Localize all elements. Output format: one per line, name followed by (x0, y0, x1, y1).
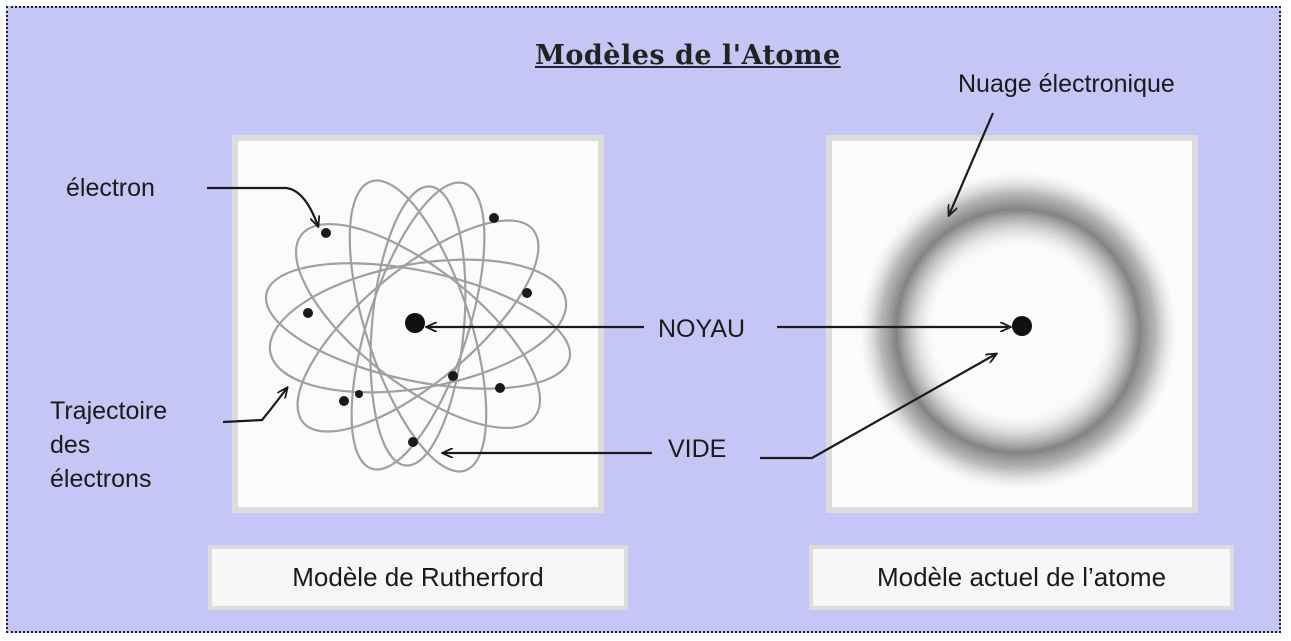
modern-model-panel (826, 135, 1198, 513)
electron-orbits (264, 179, 572, 473)
orbit (296, 219, 540, 433)
orbit (350, 181, 486, 471)
rutherford-atom-drawing (264, 179, 572, 473)
electron-dot (321, 228, 331, 238)
electron-dot (355, 390, 363, 398)
electron-pointer-arrow (207, 186, 318, 226)
modern-model-caption: Modèle actuel de l’atome (809, 545, 1234, 610)
electron-dot (448, 371, 458, 381)
trajectory-label: Trajectoire des électrons (50, 395, 167, 496)
electrons (303, 213, 532, 447)
cloud-pointer-arrow (949, 112, 995, 215)
nucleus-label: NOYAU (658, 315, 746, 343)
orbit (369, 185, 467, 467)
nucleus-dot (1012, 316, 1032, 336)
void-label: VIDE (668, 435, 727, 463)
electron-dot (495, 383, 505, 393)
electron-dot (522, 288, 532, 298)
electron-label: électron (66, 174, 155, 202)
diagram-title: Modèles de l'Atome (535, 40, 841, 71)
orbit (294, 222, 542, 430)
orbit (268, 258, 568, 394)
electron-dot (408, 437, 418, 447)
orbit (264, 262, 572, 390)
electron-dot (303, 308, 313, 318)
rutherford-panel (232, 135, 604, 513)
electron-cloud-label: Nuage électronique (958, 70, 1175, 98)
electron-dot (339, 396, 349, 406)
nucleus-dot (405, 313, 425, 333)
electron-cloud-drawing (858, 171, 1178, 491)
trajectory-label-line: Trajectoire (50, 397, 168, 425)
trajectory-pointer-arrow (222, 388, 287, 424)
rutherford-caption: Modèle de Rutherford (208, 545, 628, 610)
orbit (348, 179, 488, 473)
void-right-arrow (760, 354, 996, 460)
electron-dot (489, 213, 499, 223)
trajectory-label-line: électrons (50, 464, 152, 493)
trajectory-label-line: des (50, 430, 91, 459)
